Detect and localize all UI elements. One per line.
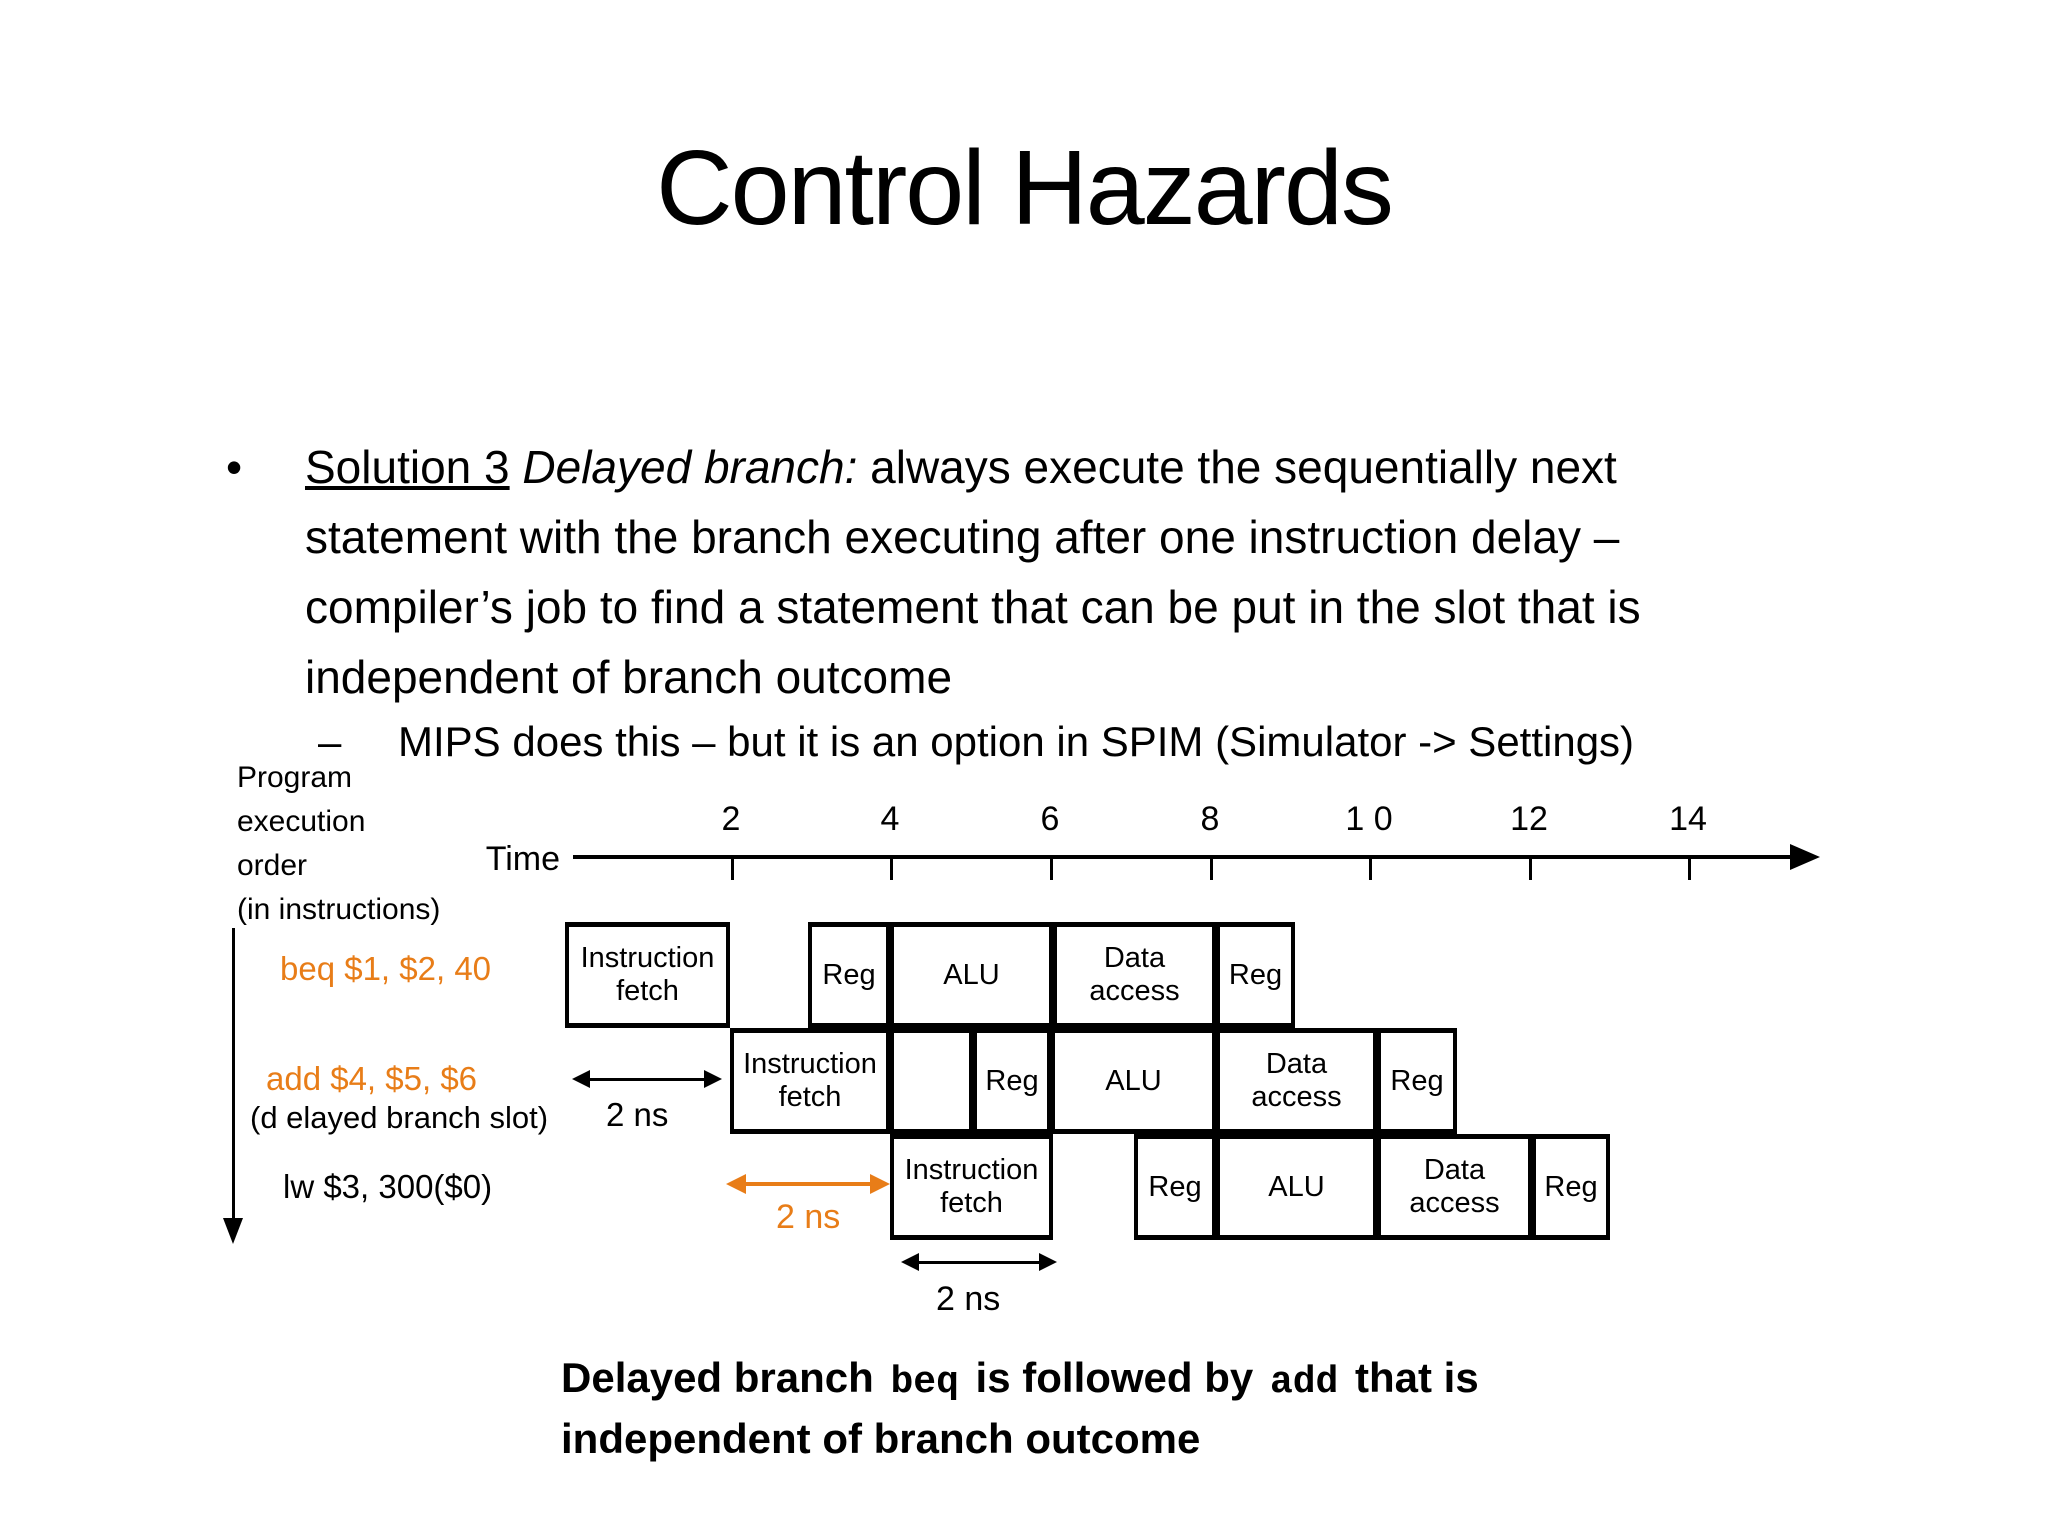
pipeline-stage-box: Reg xyxy=(1216,922,1295,1028)
program-order-line: execution xyxy=(237,805,366,838)
axis-tick-label: 4 xyxy=(880,800,900,838)
two-ns-label-orange: 2 ns xyxy=(776,1198,841,1236)
program-order-label: Program execution order (in instructions… xyxy=(237,756,440,932)
instruction-label-lw: lw $3, 300($0) xyxy=(283,1168,493,1205)
axis-tick-label: 6 xyxy=(1040,800,1060,838)
bullet-line-1: Solution 3 Delayed branch: always execut… xyxy=(305,432,1925,502)
stage-label: Data access xyxy=(1409,1154,1500,1219)
stage-label: Instruction fetch xyxy=(743,1048,877,1113)
text-segment: that is xyxy=(1343,1354,1479,1401)
bullet-line-3: compiler’s job to find a statement that … xyxy=(305,581,1641,633)
sub-bullet-marker: – xyxy=(318,718,342,765)
text-segment: Solution 3 xyxy=(305,441,510,493)
pipeline-stage-box: Data access xyxy=(1216,1028,1377,1134)
stage-label: Data access xyxy=(1251,1048,1342,1113)
program-order-line: Program xyxy=(237,761,353,794)
text-segment xyxy=(510,441,523,493)
stage-label: ALU xyxy=(943,958,1000,991)
axis-tick-mark xyxy=(1688,858,1691,880)
time-axis-line xyxy=(573,855,1793,859)
stage-label: Reg xyxy=(1148,1170,1202,1203)
text-segment: always execute the sequentially next xyxy=(857,441,1617,493)
pipeline-stage-box-empty xyxy=(890,1028,973,1134)
stage-label: Reg xyxy=(822,958,876,991)
slide-title: Control Hazards xyxy=(656,129,1394,247)
caption-line-2: independent of branch outcome xyxy=(561,1415,1201,1462)
text-segment: Delayed branch xyxy=(561,1354,886,1401)
axis-tick-label: 12 xyxy=(1510,800,1548,838)
pipeline-stage-box: Instruction fetch xyxy=(730,1028,890,1134)
stage-label: Instruction fetch xyxy=(580,942,715,1007)
arrowhead-right-icon xyxy=(870,1174,890,1194)
axis-tick-label: 14 xyxy=(1669,800,1707,838)
program-order-line: (in instructions) xyxy=(237,893,441,926)
caption: Delayed branch beq is followed by add th… xyxy=(561,1350,1479,1467)
pipeline-stage-box: Reg xyxy=(1532,1134,1610,1240)
axis-tick-label: 1 0 xyxy=(1345,800,1393,838)
text-segment: is followed by xyxy=(963,1354,1265,1401)
axis-tick-mark xyxy=(1210,858,1213,880)
two-ns-arrow-shaft xyxy=(588,1078,706,1081)
pipeline-stage-box: Reg xyxy=(973,1028,1051,1134)
pipeline-stage-box: ALU xyxy=(1051,1028,1216,1134)
program-order-line: order xyxy=(237,849,308,882)
arrowhead-left-icon xyxy=(726,1174,746,1194)
bullet-marker: • xyxy=(226,441,243,493)
axis-tick-mark xyxy=(1369,858,1372,880)
stage-label: Data access xyxy=(1089,942,1180,1007)
axis-tick-label: 8 xyxy=(1200,800,1220,838)
text-segment: beq xyxy=(890,1361,959,1404)
program-order-arrow-line xyxy=(232,928,235,1220)
two-ns-label: 2 ns xyxy=(936,1280,1001,1318)
sub-bullet-line: MIPS does this – but it is an option in … xyxy=(398,718,1635,765)
axis-tick-mark xyxy=(1529,858,1532,880)
pipeline-stage-box: Data access xyxy=(1377,1134,1532,1240)
bullet-line-2: statement with the branch executing afte… xyxy=(305,511,1620,563)
delayed-branch-slot-note: (d elayed branch slot) xyxy=(250,1100,549,1135)
arrowhead-left-icon xyxy=(572,1070,590,1088)
stage-label: Reg xyxy=(1228,958,1283,991)
instruction-label-beq: beq $1, $2, 40 xyxy=(280,950,492,987)
axis-tick-mark xyxy=(731,858,734,880)
pipeline-stage-box: ALU xyxy=(890,922,1053,1028)
program-order-arrowhead-icon xyxy=(223,1218,243,1244)
bullet-line-4: independent of branch outcome xyxy=(305,651,953,703)
arrowhead-left-icon xyxy=(901,1253,919,1271)
axis-tick-mark xyxy=(1050,858,1053,880)
stage-label: ALU xyxy=(1268,1170,1325,1203)
text-segment: Delayed branch: xyxy=(522,441,858,493)
time-axis-arrowhead-icon xyxy=(1790,844,1820,870)
axis-tick-label: 2 xyxy=(721,800,741,838)
two-ns-label: 2 ns xyxy=(606,1096,669,1133)
pipeline-stage-box: Instruction fetch xyxy=(890,1134,1053,1240)
stage-label: ALU xyxy=(1105,1064,1162,1097)
stage-label: Reg xyxy=(985,1064,1039,1097)
stage-label: Instruction fetch xyxy=(904,1154,1039,1219)
arrowhead-right-icon xyxy=(1039,1253,1057,1271)
time-axis-label: Time xyxy=(485,840,560,878)
two-ns-arrow-shaft-orange xyxy=(744,1182,872,1186)
pipeline-stage-box: ALU xyxy=(1216,1134,1377,1240)
stage-label: Reg xyxy=(1544,1170,1598,1203)
arrowhead-right-icon xyxy=(704,1070,722,1088)
axis-tick-mark xyxy=(890,858,893,880)
pipeline-stage-box: Instruction fetch xyxy=(565,922,730,1028)
text-segment: add xyxy=(1269,1361,1339,1404)
instruction-label-add: add $4, $5, $6 xyxy=(266,1060,478,1097)
caption-line-1: Delayed branch beq is followed by add th… xyxy=(561,1350,1479,1411)
two-ns-arrow-shaft xyxy=(917,1261,1041,1264)
pipeline-stage-box: Reg xyxy=(1377,1028,1457,1134)
pipeline-stage-box: Reg xyxy=(1134,1134,1216,1240)
stage-label: Reg xyxy=(1390,1064,1444,1097)
pipeline-stage-box: Data access xyxy=(1053,922,1216,1028)
pipeline-stage-box: Reg xyxy=(808,922,890,1028)
